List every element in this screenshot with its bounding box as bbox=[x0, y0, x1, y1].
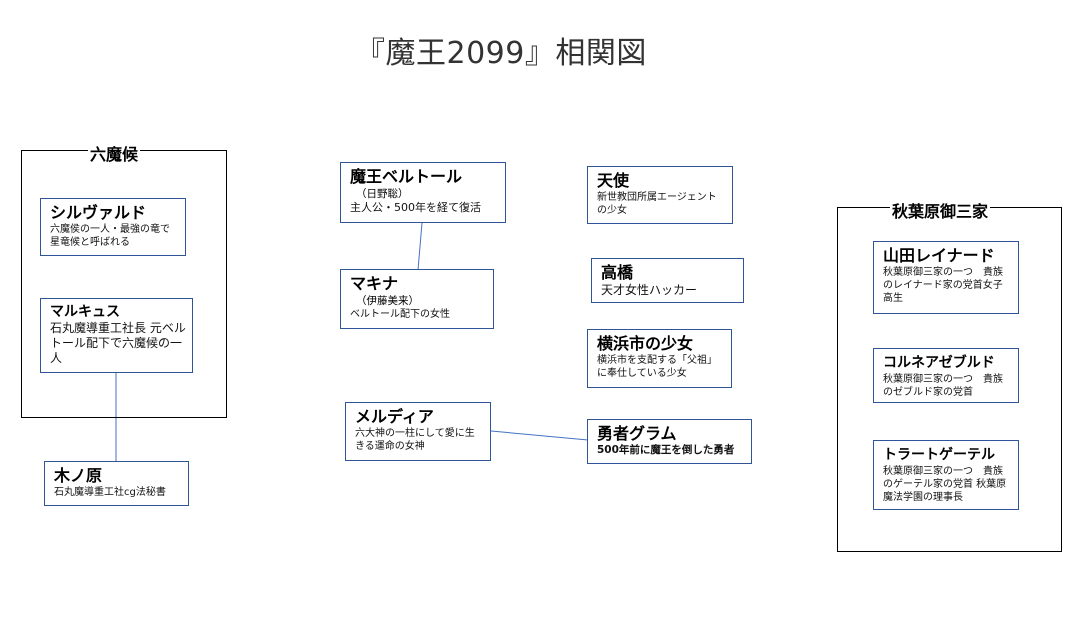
card-desc: 500年前に魔王を倒した勇者 bbox=[597, 444, 735, 456]
card-name: マルキュス bbox=[50, 304, 120, 320]
card-silvald: シルヴァルド 六魔侯の一人・最強の竜で星竜候と呼ばれる bbox=[40, 198, 186, 256]
card-name: 木ノ原 bbox=[54, 466, 103, 485]
card-desc: 秋葉原御三家の一つ 貴族のゼブルド家の党首 bbox=[883, 374, 1003, 398]
card-name: マキナ bbox=[350, 274, 399, 293]
group-label-akihabara: 秋葉原御三家 bbox=[890, 198, 991, 222]
card-name: 山田レイナード bbox=[883, 246, 995, 265]
card-gram: 勇者グラム 500年前に魔王を倒した勇者 bbox=[587, 419, 752, 464]
card-desc: 天才女性ハッカー bbox=[601, 283, 698, 297]
card-name: 魔王ベルトール bbox=[350, 167, 463, 186]
diagram-title: 『魔王2099』相関図 bbox=[355, 36, 647, 71]
link-meldia-gram bbox=[490, 430, 589, 441]
card-beltol: 魔王ベルトール （日野聡） 主人公・500年を経て復活 bbox=[340, 162, 506, 223]
card-desc: 石丸魔導重工社cg法秘書 bbox=[54, 487, 166, 498]
card-kinohara: 木ノ原 石丸魔導重工社cg法秘書 bbox=[44, 461, 189, 506]
card-makina: マキナ （伊藤美来） ベルトール配下の女性 bbox=[340, 269, 494, 329]
card-name: 天使 bbox=[597, 171, 630, 190]
card-name: トラートゲーテル bbox=[883, 447, 995, 463]
card-tenshi: 天使 新世教団所属エージェントの少女 bbox=[587, 166, 733, 224]
card-name: シルヴァルド bbox=[50, 203, 147, 222]
card-takahashi: 高橋 天才女性ハッカー bbox=[591, 258, 744, 303]
card-desc: 六魔侯の一人・最強の竜で星竜候と呼ばれる bbox=[50, 224, 170, 248]
card-sub: （日野聡） bbox=[356, 188, 409, 200]
card-desc: 新世教団所属エージェントの少女 bbox=[597, 192, 717, 216]
card-name: 横浜市の少女 bbox=[597, 334, 694, 353]
card-desc: 秋葉原御三家の一つ 貴族のゲーテル家の党首 秋葉原魔法学園の理事長 bbox=[883, 466, 1007, 503]
card-sub: （伊藤美来） bbox=[356, 295, 419, 307]
card-cornea: コルネアゼブルド 秋葉原御三家の一つ 貴族のゼブルド家の党首 bbox=[873, 348, 1019, 403]
card-desc: 秋葉原御三家の一つ 貴族のレイナード家の党首女子高生 bbox=[883, 267, 1003, 304]
card-yamada: 山田レイナード 秋葉原御三家の一つ 貴族のレイナード家の党首女子高生 bbox=[873, 241, 1019, 314]
card-name: コルネアゼブルド bbox=[883, 355, 995, 371]
card-marcus: マルキュス 石丸魔導重工社長 元ベルトール配下で六魔候の一人 bbox=[40, 298, 193, 373]
card-desc: 主人公・500年を経て復活 bbox=[350, 201, 481, 214]
card-desc: 石丸魔導重工社長 元ベルトール配下で六魔候の一人 bbox=[50, 321, 186, 365]
card-name: メルディア bbox=[355, 407, 434, 426]
group-rokumakou bbox=[21, 150, 227, 418]
card-desc: ベルトール配下の女性 bbox=[350, 309, 450, 320]
card-trout: トラートゲーテル 秋葉原御三家の一つ 貴族のゲーテル家の党首 秋葉原魔法学園の理… bbox=[873, 440, 1019, 510]
card-desc: 横浜市を支配する「父祖」に奉仕している少女 bbox=[597, 355, 717, 379]
group-label-rokumakou: 六魔候 bbox=[88, 141, 141, 165]
card-name: 勇者グラム bbox=[597, 424, 677, 443]
card-name: 高橋 bbox=[601, 263, 634, 282]
card-desc: 六大神の一柱にして愛に生きる運命の女神 bbox=[355, 428, 475, 452]
card-meldia: メルディア 六大神の一柱にして愛に生きる運命の女神 bbox=[345, 402, 491, 461]
card-yokohama: 横浜市の少女 横浜市を支配する「父祖」に奉仕している少女 bbox=[587, 329, 732, 388]
link-beltol-makina bbox=[417, 222, 423, 271]
